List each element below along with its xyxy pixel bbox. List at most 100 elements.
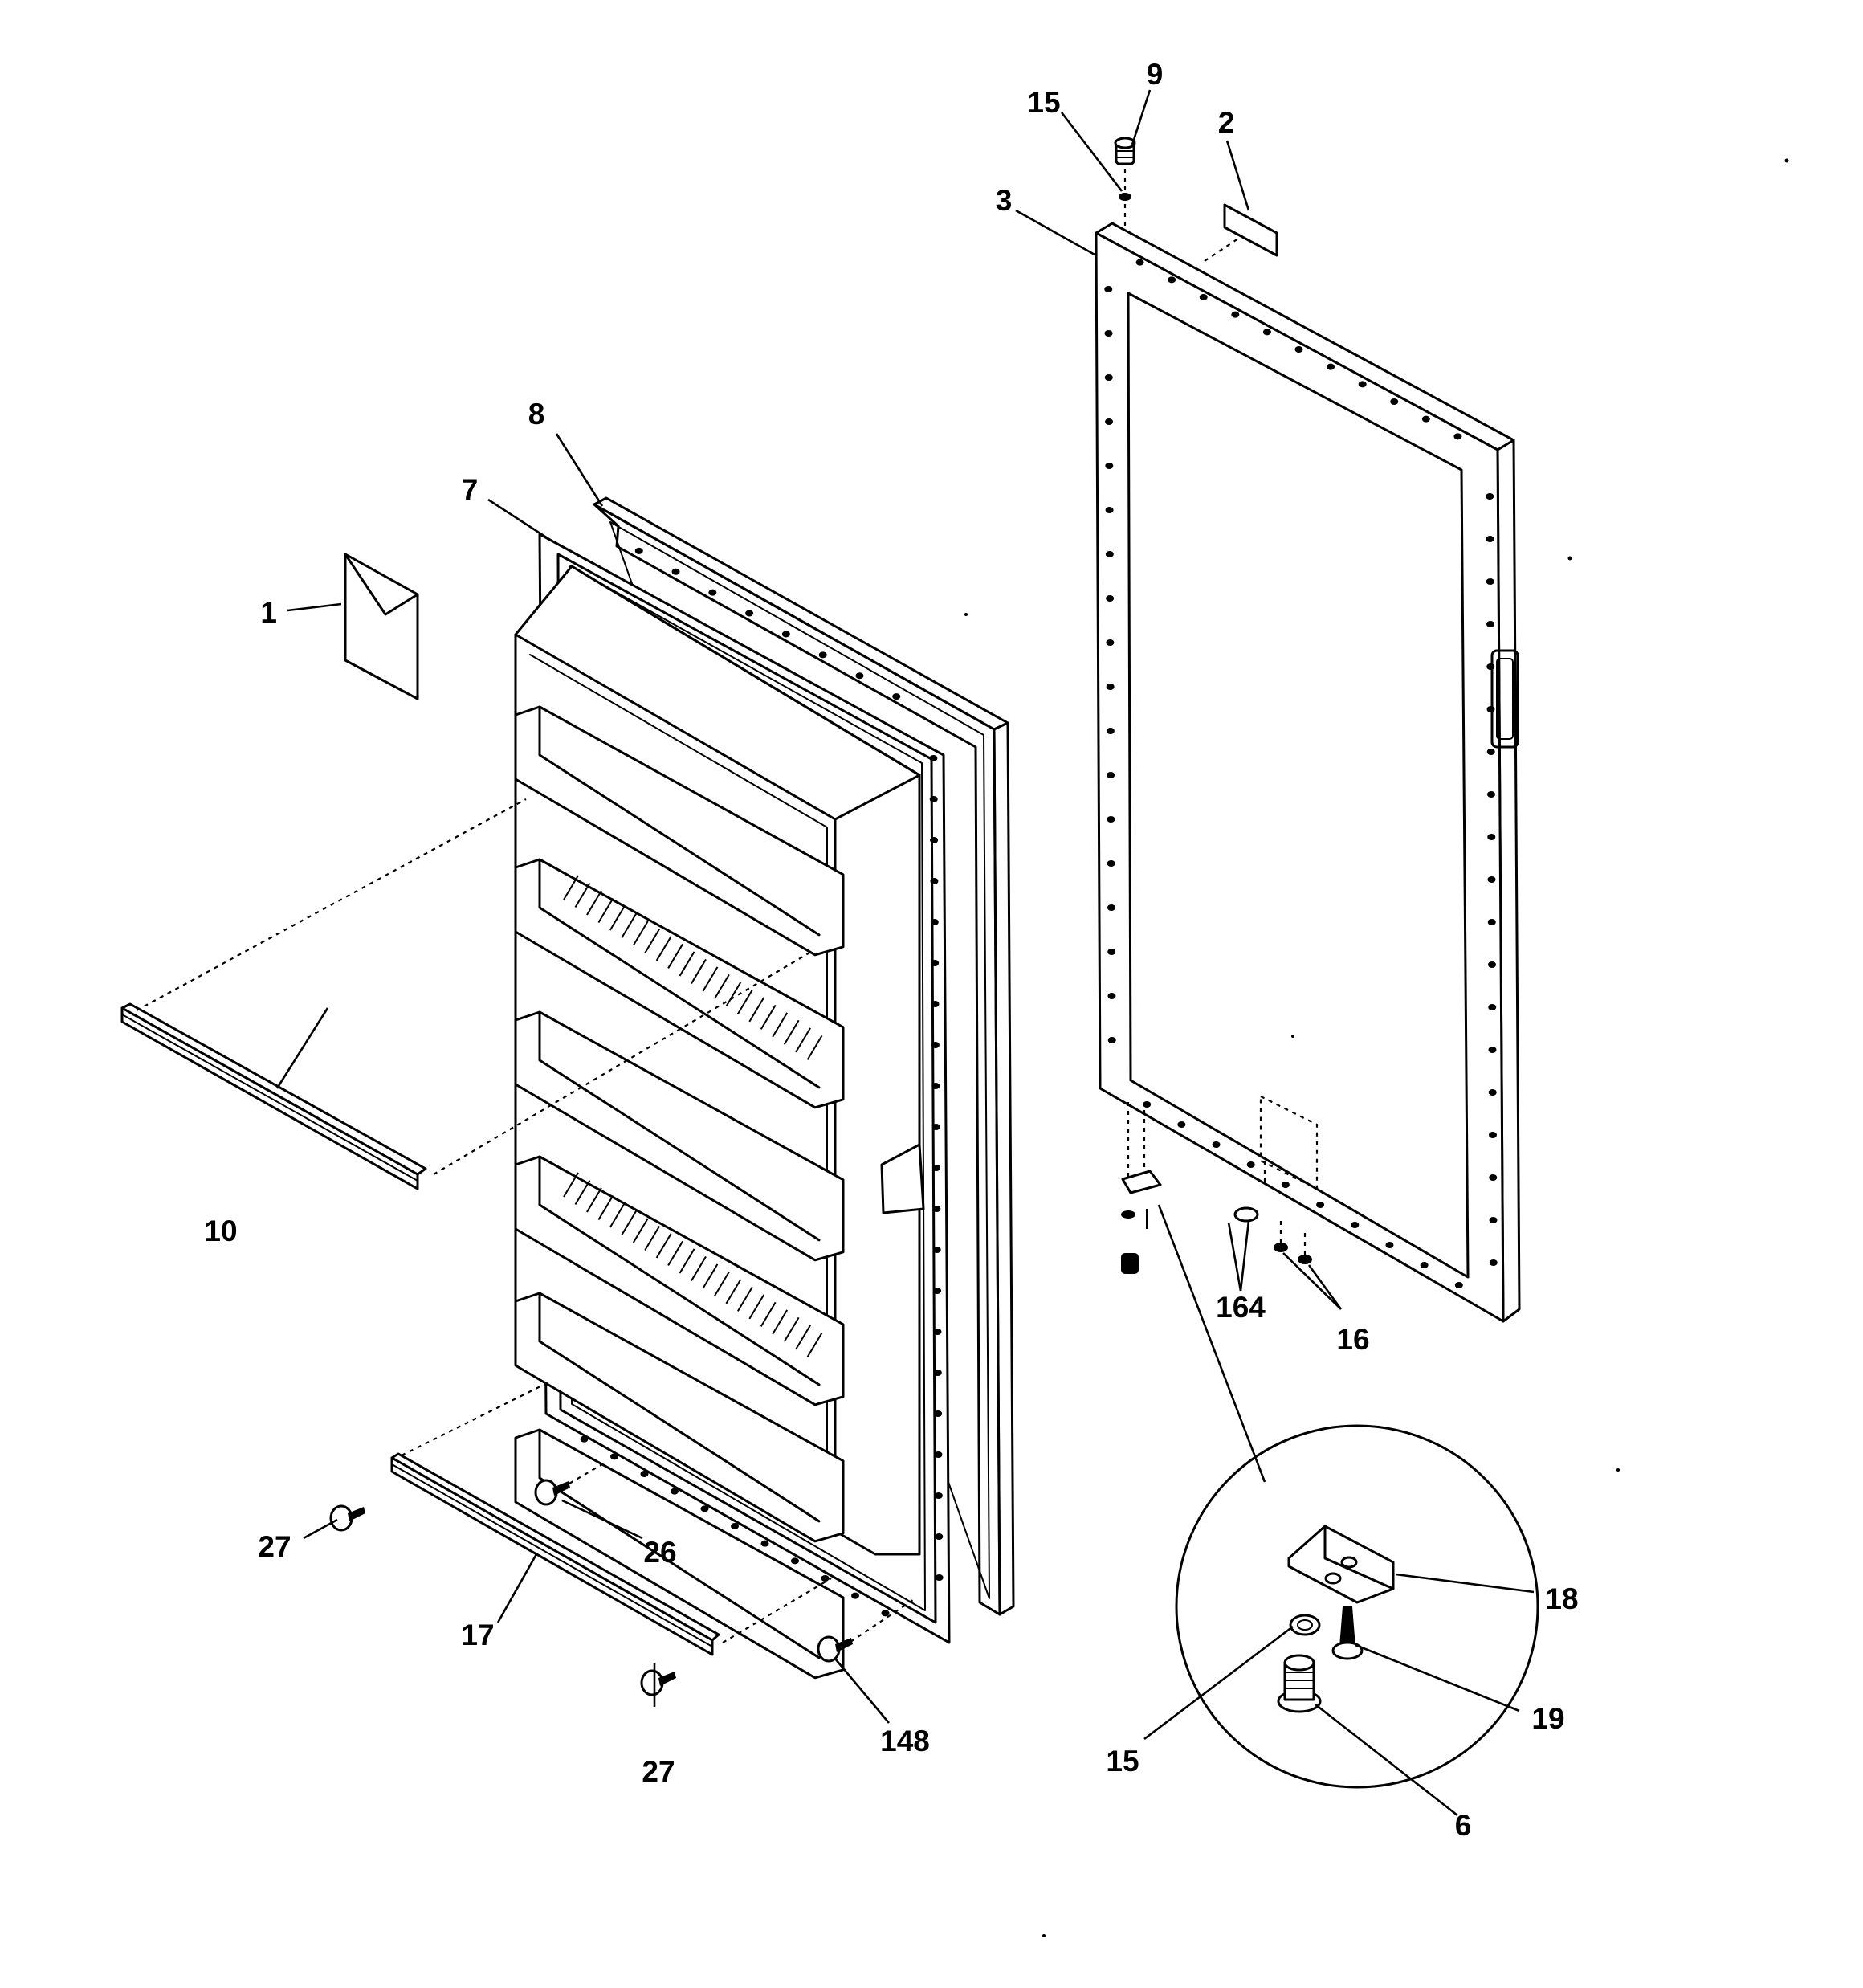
bottom-rail-17 bbox=[390, 1452, 720, 1656]
callout-15-detail: 15 bbox=[1106, 1745, 1139, 1778]
shelf-rib bbox=[795, 1027, 811, 1053]
outer-door-hole bbox=[1489, 1259, 1498, 1266]
outer-door-hole bbox=[1106, 595, 1115, 602]
liner-hole bbox=[934, 1410, 943, 1417]
outer-door-hole bbox=[1421, 415, 1430, 423]
hinge-detail-circle bbox=[1157, 1204, 1539, 1789]
liner-hole bbox=[929, 755, 938, 761]
callout-9: 9 bbox=[1147, 58, 1164, 91]
shelf-rib bbox=[644, 928, 661, 953]
outer-door-hole bbox=[1487, 791, 1495, 798]
liner-hole bbox=[932, 1124, 940, 1130]
liner-hole bbox=[934, 1451, 943, 1458]
shelf-rib bbox=[609, 1202, 626, 1228]
outer-door-hole bbox=[1486, 706, 1495, 712]
callout-19: 19 bbox=[1531, 1702, 1564, 1735]
shelf-rib bbox=[783, 1316, 800, 1342]
liner-hole bbox=[881, 1610, 890, 1617]
liner-hole bbox=[931, 1001, 940, 1007]
callout-18: 18 bbox=[1545, 1582, 1578, 1615]
literature-envelope bbox=[344, 553, 419, 700]
liner-hole bbox=[932, 1206, 941, 1212]
liner-hole bbox=[700, 1505, 709, 1512]
liner-hole bbox=[931, 960, 940, 966]
shelf-rib bbox=[597, 1194, 614, 1220]
callout-1: 1 bbox=[260, 596, 277, 629]
shelf-rib bbox=[586, 890, 602, 916]
shelf-rib bbox=[691, 1255, 707, 1281]
fasteners bbox=[329, 1479, 853, 1696]
shelf-lip bbox=[515, 1084, 816, 1261]
outer-door-hole bbox=[1358, 381, 1367, 388]
shelf-rib bbox=[574, 1179, 591, 1206]
shelf-rib bbox=[679, 1248, 695, 1274]
outer-door-hole bbox=[1143, 1101, 1152, 1108]
leader-lines bbox=[275, 89, 1535, 1817]
liner-hole bbox=[634, 547, 643, 554]
liner-hole bbox=[930, 919, 939, 925]
shelf-rib bbox=[691, 958, 707, 984]
liner-hole bbox=[610, 1453, 618, 1460]
callout-3: 3 bbox=[996, 184, 1013, 217]
liner-hole bbox=[932, 1165, 940, 1171]
shelf-rib bbox=[609, 905, 626, 931]
liner-holes bbox=[580, 547, 944, 1617]
liner-hole bbox=[892, 693, 901, 700]
shelf-lip bbox=[515, 1228, 816, 1406]
shelf-edge bbox=[538, 1428, 821, 1659]
shelf-rib bbox=[748, 997, 765, 1023]
outer-door-hole bbox=[1488, 1089, 1497, 1096]
callout-2: 2 bbox=[1218, 106, 1235, 139]
callout-27-bottom: 27 bbox=[642, 1755, 675, 1788]
shelf-rail-10 bbox=[120, 1002, 427, 1190]
shelf-rib bbox=[667, 1240, 683, 1266]
screw-148-shank bbox=[835, 1638, 853, 1652]
liner-hole bbox=[930, 837, 939, 843]
outer-door-hole bbox=[1316, 1202, 1325, 1208]
outer-door-hole bbox=[1489, 1217, 1498, 1223]
liner-hole bbox=[791, 1557, 799, 1565]
outer-door-hole bbox=[1104, 374, 1113, 381]
liner-hole bbox=[671, 1488, 679, 1495]
outer-door-hole bbox=[1486, 536, 1494, 542]
shelf-rib bbox=[714, 974, 730, 999]
liner-hole bbox=[745, 610, 754, 617]
liner-hole bbox=[708, 589, 717, 596]
liner-hole bbox=[932, 1247, 941, 1253]
shelf-edge bbox=[538, 1292, 821, 1523]
shelf-rib bbox=[644, 1225, 661, 1251]
scan-specks bbox=[964, 158, 1789, 1937]
plug-27-left-shank bbox=[348, 1507, 365, 1521]
door-label bbox=[1223, 203, 1278, 257]
liner-hole bbox=[930, 878, 939, 884]
outer-door-hole bbox=[1294, 346, 1303, 353]
callout-164: 164 bbox=[1216, 1291, 1266, 1324]
liner-hole bbox=[931, 1042, 940, 1048]
outer-door-hole bbox=[1104, 330, 1113, 337]
liner-hole bbox=[781, 631, 790, 638]
screw-26-head bbox=[534, 1479, 558, 1506]
shelf-lip bbox=[515, 931, 816, 1108]
shelf-rib bbox=[736, 989, 753, 1014]
liner-hole bbox=[640, 1471, 649, 1477]
liner-hole bbox=[851, 1592, 859, 1599]
screw-148-head bbox=[817, 1635, 841, 1663]
liner-hole bbox=[818, 651, 827, 659]
outer-door-hole bbox=[1488, 1047, 1497, 1053]
liner-hole bbox=[933, 1329, 942, 1335]
outer-door-holes bbox=[1104, 259, 1498, 1288]
outer-door-hole bbox=[1488, 1004, 1497, 1010]
liner-hole bbox=[932, 1083, 940, 1089]
shelf-rib bbox=[621, 912, 638, 938]
shelf-rib bbox=[667, 943, 683, 969]
shelf-rib bbox=[597, 897, 614, 923]
callout-6: 6 bbox=[1455, 1809, 1472, 1842]
callout-17: 17 bbox=[461, 1619, 494, 1651]
shelf-rib bbox=[655, 1233, 672, 1259]
liner-hole bbox=[671, 568, 680, 575]
callout-15-top: 15 bbox=[1027, 86, 1060, 119]
shelf-rib bbox=[806, 1332, 823, 1357]
outer-door-hole bbox=[1107, 1037, 1116, 1043]
outer-door-hole bbox=[1262, 329, 1271, 336]
shelf-rib bbox=[702, 966, 719, 992]
